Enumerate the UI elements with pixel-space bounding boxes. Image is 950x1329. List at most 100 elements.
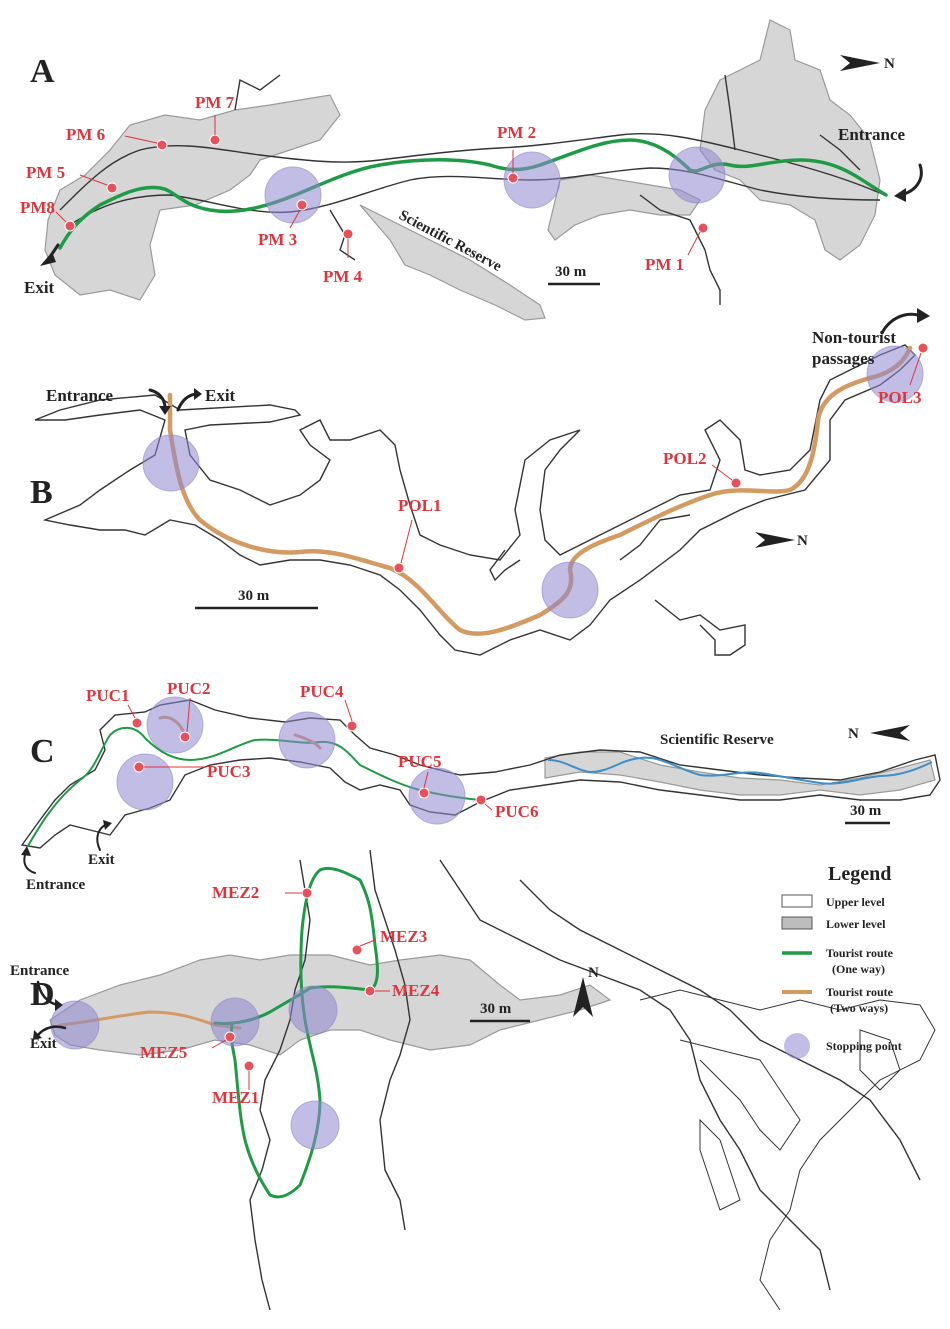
legend-lower-swatch	[781, 916, 813, 930]
panel-a-point-pm5: PM 5	[26, 163, 118, 194]
panel-c: C PUC1 PUC2 PUC3 PUC4	[20, 679, 941, 893]
panel-b-nontourist-arrow	[880, 312, 920, 335]
legend-stop-label: Stopping point	[826, 1039, 902, 1053]
panel-c-exit-label: Exit	[88, 852, 115, 868]
panel-b-exit-arrow	[176, 392, 198, 412]
legend-stop-swatch	[784, 1033, 810, 1059]
svg-text:MEZ1: MEZ1	[212, 1088, 259, 1107]
panel-d-cave-outline	[249, 849, 921, 1311]
svg-text:PUC1: PUC1	[86, 686, 129, 705]
panel-c-point-puc1: PUC1	[86, 686, 143, 729]
svg-text:PUC6: PUC6	[495, 802, 538, 821]
panel-b-scale-label: 30 m	[238, 588, 270, 604]
panel-b-letter: B	[30, 474, 53, 511]
panel-b-exit-arrowhead	[194, 388, 202, 400]
panel-c-reserve-label: Scientific Reserve	[660, 732, 774, 748]
panel-c-entrance-label: Entrance	[26, 877, 86, 893]
panel-a-point-pm7: PM 7	[195, 93, 235, 146]
svg-text:PM 5: PM 5	[26, 163, 65, 182]
panel-c-point-puc4: PUC4	[300, 682, 358, 732]
svg-text:PM 6: PM 6	[66, 125, 105, 144]
svg-text:PUC2: PUC2	[167, 679, 210, 698]
panel-c-point-puc6: PUC6	[475, 794, 538, 821]
svg-text:PUC4: PUC4	[300, 682, 344, 701]
panel-d-point-mez2: MEZ2	[212, 883, 313, 902]
panel-a-point-pm6: PM 6	[66, 125, 168, 151]
panel-d-point-mez5: MEZ5	[140, 1031, 236, 1062]
svg-text:POL2: POL2	[663, 449, 706, 468]
legend-two-way-label-2: (Two ways)	[830, 1001, 888, 1015]
panel-d-point-mez3: MEZ3	[351, 927, 427, 956]
panel-b-side-passages	[489, 514, 746, 656]
panel-a-entrance-label: Entrance	[838, 125, 906, 144]
svg-text:PM 7: PM 7	[195, 93, 235, 112]
panel-b-stop-3	[866, 345, 924, 403]
panel-a-letter: A	[30, 53, 55, 90]
panel-a-exit-arrowhead	[40, 252, 56, 266]
svg-text:POL3: POL3	[878, 388, 921, 407]
panel-c-stop-4	[408, 767, 466, 825]
svg-text:PM 3: PM 3	[258, 230, 297, 249]
panel-c-stop-3	[278, 711, 336, 769]
panel-b-point-pol3: POL3	[878, 342, 929, 407]
panel-c-scale-label: 30 m	[850, 803, 882, 819]
svg-text:MEZ5: MEZ5	[140, 1043, 187, 1062]
panel-c-point-puc5: PUC5	[398, 752, 441, 799]
legend-one-way-label-1: Tourist route	[826, 946, 894, 960]
panel-a-entrance-arrowhead	[894, 188, 906, 202]
panel-a-point-pm3: PM 3	[258, 199, 308, 249]
legend-upper-label: Upper level	[826, 895, 885, 909]
panel-c-reserve-passage	[547, 756, 933, 785]
panel-a-point-pm2: PM 2	[497, 123, 536, 184]
panel-c-point-puc3: PUC3	[133, 761, 250, 781]
legend-one-way-label-2: (One way)	[832, 962, 885, 976]
panel-c-point-puc2: PUC2	[167, 679, 210, 743]
panel-a-stop-3	[668, 146, 726, 204]
panel-b-nontourist-label-2: passages	[812, 349, 875, 368]
panel-d-east-labyrinth	[639, 989, 936, 1311]
legend-upper-swatch	[781, 894, 813, 908]
panel-a-side-passages	[234, 74, 861, 305]
svg-text:PUC5: PUC5	[398, 752, 441, 771]
panel-d-stop-3	[288, 985, 338, 1035]
panel-b-stop-1	[142, 434, 200, 492]
panel-a: A PM 7 PM 6 PM	[20, 19, 923, 321]
panel-d-exit-arrowhead	[33, 1030, 42, 1040]
panel-b-point-pol2: POL2	[663, 449, 742, 489]
panel-b-exit-label: Exit	[205, 386, 236, 405]
panel-c-exit-arrowhead	[103, 820, 112, 830]
panel-c-exit-arrow	[96, 824, 106, 851]
panel-b-cave-outline	[34, 344, 916, 656]
panel-d-exit-label: Exit	[30, 1036, 57, 1052]
panel-b-entrance-label: Entrance	[46, 386, 114, 405]
svg-text:MEZ2: MEZ2	[212, 883, 259, 902]
panel-a-stop-2	[503, 151, 561, 209]
panel-a-exit-label: Exit	[24, 278, 55, 297]
svg-text:PM 2: PM 2	[497, 123, 536, 142]
panel-c-entrance-arrowhead	[21, 846, 31, 856]
panel-b-nontourist-arrowhead	[917, 308, 930, 323]
panel-a-lower-level-east	[699, 19, 881, 261]
panel-a-scale-label: 30 m	[555, 264, 587, 280]
svg-text:PM8: PM8	[20, 198, 55, 217]
svg-text:PUC3: PUC3	[207, 762, 250, 781]
panel-b-entrance-arrow	[148, 388, 167, 410]
svg-text:MEZ4: MEZ4	[392, 981, 440, 1000]
panel-b-stop-2	[541, 561, 599, 619]
panel-b-point-pol1: POL1	[393, 496, 441, 574]
panel-c-stop-2	[116, 753, 174, 811]
panel-d-stop-4	[290, 1100, 340, 1150]
panel-a-point-pm4: PM 4	[323, 228, 363, 286]
svg-text:N: N	[797, 533, 808, 549]
panel-c-letter: C	[30, 733, 55, 770]
panel-b-north-arrow: N	[755, 532, 808, 549]
svg-text:PM 4: PM 4	[323, 267, 363, 286]
panel-c-cave-outline	[20, 699, 941, 849]
panel-d-point-mez4: MEZ4	[364, 981, 440, 1000]
legend: Legend Upper level Lower level Tourist r…	[781, 863, 902, 1059]
panel-c-tourist-route	[27, 726, 481, 847]
panel-d-exit-arrow	[36, 1025, 67, 1037]
panel-b-entrance-arrowhead	[159, 406, 171, 415]
panel-a-scientific-reserve-area	[359, 204, 546, 321]
panel-d-entrance-arrowhead	[55, 999, 63, 1011]
